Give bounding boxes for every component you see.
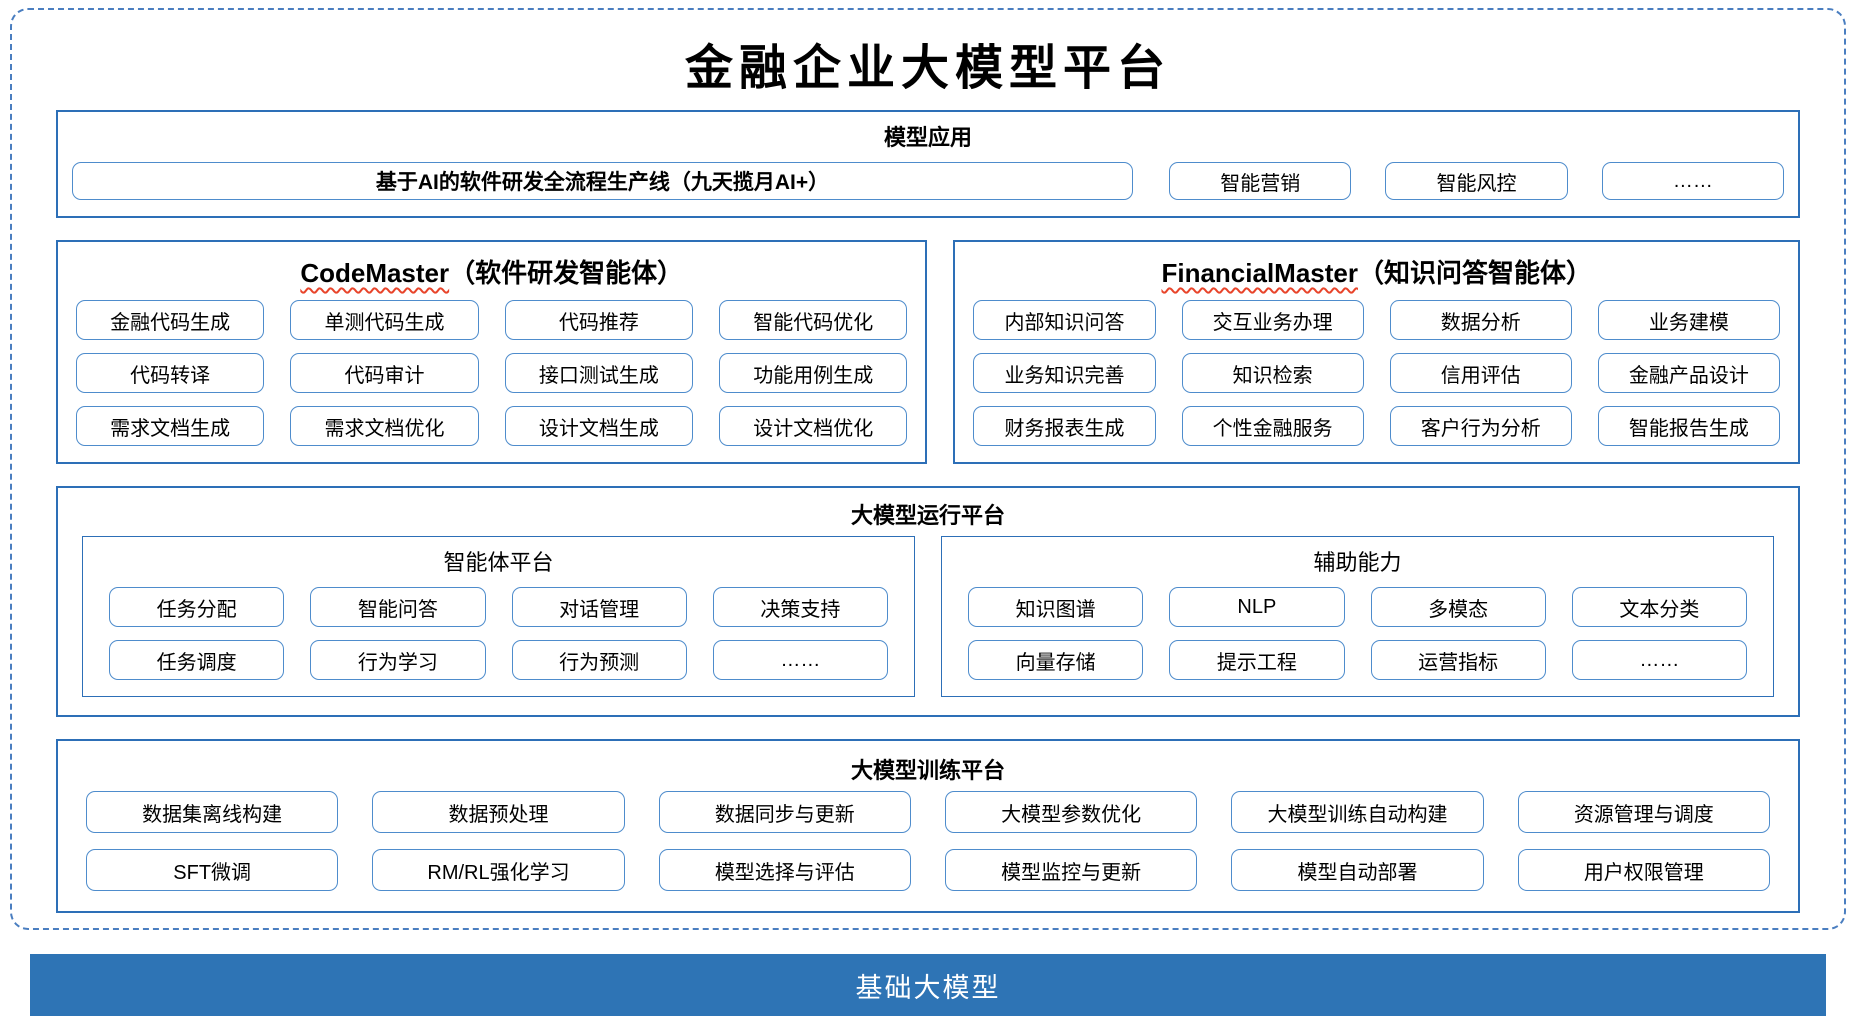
financialmaster-item: 业务建模	[1597, 300, 1780, 340]
runtime-subrow: 智能体平台 任务分配智能问答对话管理决策支持任务调度行为学习行为预测 …… 辅助能…	[82, 536, 1774, 697]
codemaster-item: 金融代码生成	[76, 300, 265, 340]
codemaster-item: 智能代码优化	[719, 300, 908, 340]
financialmaster-title: FinancialMaster	[1161, 258, 1358, 288]
training-platform-item: 资源管理与调度	[1517, 791, 1770, 833]
codemaster-subtitle: （软件研发智能体）	[449, 258, 684, 288]
financialmaster-item: 智能报告生成	[1597, 406, 1780, 446]
section-training-platform: 大模型训练平台 数据集离线构建数据预处理数据同步与更新大模型参数优化大模型训练自…	[56, 739, 1800, 913]
training-platform-item: RM/RL强化学习	[372, 849, 625, 891]
aux-capability-item: ……	[1571, 640, 1747, 680]
subsection-aux-capability: 辅助能力 知识图谱 NLP 多模态文本分类向量存储提示工程运营指标 ……	[941, 536, 1774, 697]
agent-platform-item: 智能问答	[310, 587, 486, 627]
platform-dashed-frame: 金融企业大模型平台 模型应用 基于AI的软件研发全流程生产线（九天揽月AI+） …	[10, 8, 1846, 930]
aux-capability-item: 提示工程	[1169, 640, 1345, 680]
model-application-row: 基于AI的软件研发全流程生产线（九天揽月AI+） 智能营销智能风控 ……	[58, 158, 1798, 216]
codemaster-item: 设计文档优化	[719, 406, 908, 446]
training-platform-item: 用户权限管理	[1517, 849, 1770, 891]
agent-platform-item: 任务调度	[109, 640, 285, 680]
financialmaster-item: 财务报表生成	[973, 406, 1156, 446]
codemaster-item: 需求文档生成	[76, 406, 265, 446]
codemaster-item: 功能用例生成	[719, 353, 908, 393]
financialmaster-grid: 内部知识问答交互业务办理数据分析业务建模业务知识完善知识检索信用评估金融产品设计…	[973, 300, 1780, 446]
model-application-item: 智能风控	[1385, 162, 1568, 200]
model-application-item: 智能营销	[1169, 162, 1352, 200]
financialmaster-item: 知识检索	[1181, 353, 1364, 393]
section-financialmaster: FinancialMaster（知识问答智能体） 内部知识问答交互业务办理数据分…	[953, 240, 1800, 464]
financialmaster-item: 数据分析	[1389, 300, 1572, 340]
section-codemaster: CodeMaster（软件研发智能体） 金融代码生成单测代码生成代码推荐智能代码…	[56, 240, 928, 464]
financialmaster-item: 金融产品设计	[1597, 353, 1780, 393]
codemaster-item: 代码推荐	[504, 300, 694, 340]
model-application-boxes: 智能营销智能风控 ……	[1169, 162, 1784, 200]
aux-capability-item: 多模态	[1370, 587, 1546, 627]
codemaster-item: 单测代码生成	[290, 300, 479, 340]
training-platform-item: 模型选择与评估	[658, 849, 911, 891]
model-application-header: 模型应用	[883, 125, 972, 150]
agent-platform-item: 决策支持	[712, 587, 888, 627]
aux-capability-item: NLP	[1169, 587, 1345, 627]
financialmaster-item: 个性金融服务	[1181, 406, 1364, 446]
training-platform-item: SFT微调	[86, 849, 339, 891]
codemaster-item: 代码转译	[76, 353, 265, 393]
financialmaster-item: 内部知识问答	[973, 300, 1156, 340]
aux-capability-item: 向量存储	[968, 640, 1144, 680]
aux-capability-item: 运营指标	[1370, 640, 1546, 680]
codemaster-item: 代码审计	[290, 353, 479, 393]
training-platform-item: 模型自动部署	[1231, 849, 1484, 891]
section-model-application: 模型应用 基于AI的软件研发全流程生产线（九天揽月AI+） 智能营销智能风控 ……	[56, 110, 1800, 218]
subsection-agent-platform: 智能体平台 任务分配智能问答对话管理决策支持任务调度行为学习行为预测 ……	[82, 536, 915, 697]
agent-platform-header: 智能体平台	[443, 550, 554, 575]
agent-platform-grid: 任务分配智能问答对话管理决策支持任务调度行为学习行为预测 ……	[109, 587, 888, 680]
training-platform-grid: 数据集离线构建数据预处理数据同步与更新大模型参数优化大模型训练自动构建资源管理与…	[86, 791, 1770, 891]
codemaster-item: 需求文档优化	[290, 406, 479, 446]
training-platform-item: 数据同步与更新	[658, 791, 911, 833]
model-application-item: ……	[1601, 162, 1784, 200]
aux-capability-item: 知识图谱	[968, 587, 1144, 627]
base-model-bar: 基础大模型	[30, 954, 1826, 1016]
codemaster-item: 设计文档生成	[504, 406, 694, 446]
financialmaster-item: 业务知识完善	[973, 353, 1156, 393]
financialmaster-item: 客户行为分析	[1389, 406, 1572, 446]
agent-platform-item: 对话管理	[511, 587, 687, 627]
page-title: 金融企业大模型平台	[684, 40, 1171, 96]
financialmaster-item: 交互业务办理	[1181, 300, 1364, 340]
training-platform-header: 大模型训练平台	[850, 758, 1005, 783]
agent-platform-item: 任务分配	[109, 587, 285, 627]
training-platform-item: 数据集离线构建	[86, 791, 339, 833]
codemaster-title: CodeMaster	[300, 258, 450, 288]
financialmaster-item: 信用评估	[1389, 353, 1572, 393]
financialmaster-header: FinancialMaster（知识问答智能体）	[973, 248, 1780, 300]
training-platform-item: 大模型训练自动构建	[1231, 791, 1484, 833]
codemaster-item: 接口测试生成	[504, 353, 694, 393]
codemaster-header: CodeMaster（软件研发智能体）	[76, 248, 907, 300]
section-runtime-platform: 大模型运行平台 智能体平台 任务分配智能问答对话管理决策支持任务调度行为学习行为…	[56, 486, 1800, 717]
codemaster-grid: 金融代码生成单测代码生成代码推荐智能代码优化代码转译代码审计接口测试生成功能用例…	[76, 300, 908, 446]
ai-pipeline-box: 基于AI的软件研发全流程生产线（九天揽月AI+）	[72, 162, 1134, 200]
agents-row: CodeMaster（软件研发智能体） 金融代码生成单测代码生成代码推荐智能代码…	[56, 240, 1800, 464]
agent-platform-item: 行为学习	[310, 640, 486, 680]
training-platform-item: 模型监控与更新	[944, 849, 1198, 891]
aux-capability-item: 文本分类	[1571, 587, 1747, 627]
agent-platform-item: ……	[712, 640, 888, 680]
aux-capability-header: 辅助能力	[1313, 550, 1402, 575]
financialmaster-subtitle: （知识问答智能体）	[1357, 258, 1592, 288]
runtime-platform-header: 大模型运行平台	[850, 503, 1005, 528]
agent-platform-item: 行为预测	[511, 640, 687, 680]
training-platform-item: 大模型参数优化	[944, 791, 1198, 833]
aux-capability-grid: 知识图谱 NLP 多模态文本分类向量存储提示工程运营指标 ……	[968, 587, 1747, 680]
training-platform-item: 数据预处理	[372, 791, 625, 833]
